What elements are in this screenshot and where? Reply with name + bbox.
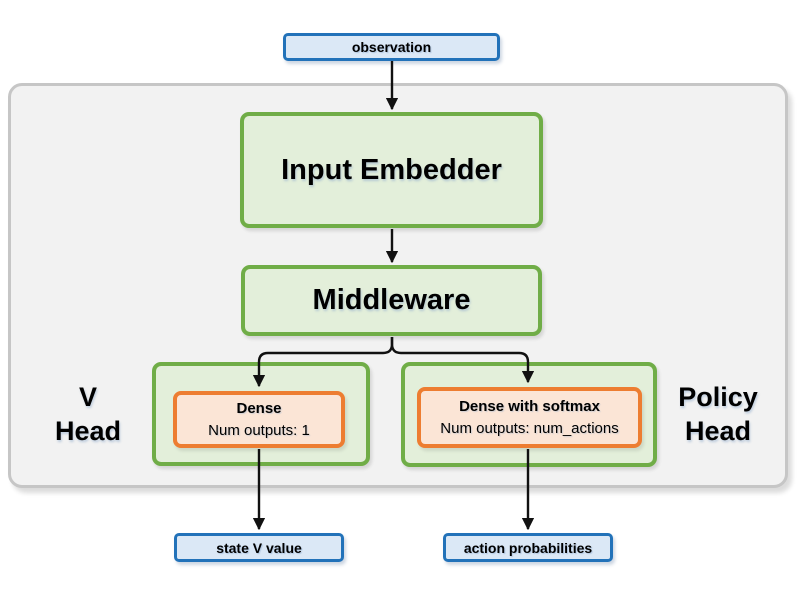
action-probabilities-node: action probabilities bbox=[443, 533, 613, 562]
policy-head-label: Policy Head bbox=[660, 381, 776, 449]
middleware-label: Middleware bbox=[312, 284, 471, 316]
v-head-label-line1: V bbox=[78, 382, 97, 412]
dense-softmax-title: Dense with softmax bbox=[459, 397, 600, 415]
input-embedder-label: Input Embedder bbox=[281, 153, 502, 186]
input-embedder-node: Input Embedder bbox=[240, 112, 543, 228]
policy-head-label-line2: Head bbox=[684, 415, 752, 446]
dense-title: Dense bbox=[236, 399, 282, 417]
state-v-value-node: state V value bbox=[174, 533, 344, 562]
dense-softmax-node: Dense with softmax Num outputs: num_acti… bbox=[417, 387, 642, 448]
policy-head-label-line1: Policy bbox=[678, 382, 758, 412]
dense-subtitle: Num outputs: 1 bbox=[208, 421, 310, 439]
observation-label: observation bbox=[351, 39, 432, 55]
v-head-label-line2: Head bbox=[54, 415, 122, 446]
v-head-label: V Head bbox=[38, 381, 138, 449]
state-v-value-label: state V value bbox=[216, 539, 302, 556]
middleware-node: Middleware bbox=[241, 265, 542, 336]
action-probabilities-label: action probabilities bbox=[463, 539, 593, 556]
observation-node: observation bbox=[283, 33, 500, 61]
dense-softmax-subtitle: Num outputs: num_actions bbox=[440, 419, 619, 437]
dense-node: Dense Num outputs: 1 bbox=[173, 391, 345, 448]
